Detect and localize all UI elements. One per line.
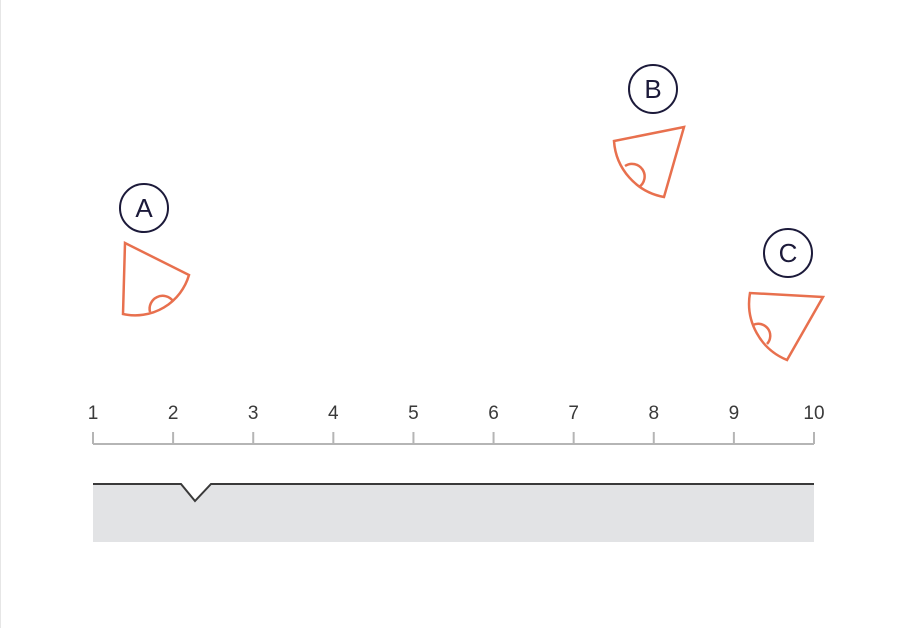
marker-a-circle xyxy=(119,183,169,233)
marker-c-label: C xyxy=(779,238,798,268)
number-line-tick-label: 1 xyxy=(88,403,99,424)
ground-surface-line xyxy=(93,483,814,503)
sector-a-angle-arc xyxy=(148,294,174,313)
number-line-tick-label: 9 xyxy=(729,403,740,424)
sector-b xyxy=(612,125,686,199)
sector-a-outline xyxy=(121,241,191,317)
marker-a-label: A xyxy=(135,193,153,223)
number-line-tick-label: 2 xyxy=(168,403,179,424)
sector-c xyxy=(747,291,826,362)
marker-c-circle xyxy=(763,228,813,278)
marker-c: C xyxy=(763,228,813,278)
number-line-tick-label: 7 xyxy=(568,403,579,424)
number-line-tick-label: 8 xyxy=(648,403,659,424)
marker-b: B xyxy=(628,64,678,114)
number-line: 1 2 3 4 5 6 7 8 9 10 xyxy=(88,403,825,445)
number-line-tick-label: 4 xyxy=(328,403,339,424)
ground-fill xyxy=(93,484,814,542)
number-line-tick-label: 3 xyxy=(248,403,259,424)
ground xyxy=(93,483,814,542)
sector-c-outline xyxy=(747,291,826,362)
number-line-tick-label: 10 xyxy=(803,403,824,424)
marker-a: A xyxy=(119,183,169,233)
sector-b-angle-arc xyxy=(624,162,646,189)
number-line-tick-label: 5 xyxy=(408,403,419,424)
sector-a xyxy=(121,241,191,317)
marker-b-circle xyxy=(628,64,678,114)
sector-b-outline xyxy=(612,125,686,199)
number-line-tick-label: 6 xyxy=(488,403,499,424)
sector-c-angle-arc xyxy=(752,322,772,345)
marker-b-label: B xyxy=(644,74,661,104)
